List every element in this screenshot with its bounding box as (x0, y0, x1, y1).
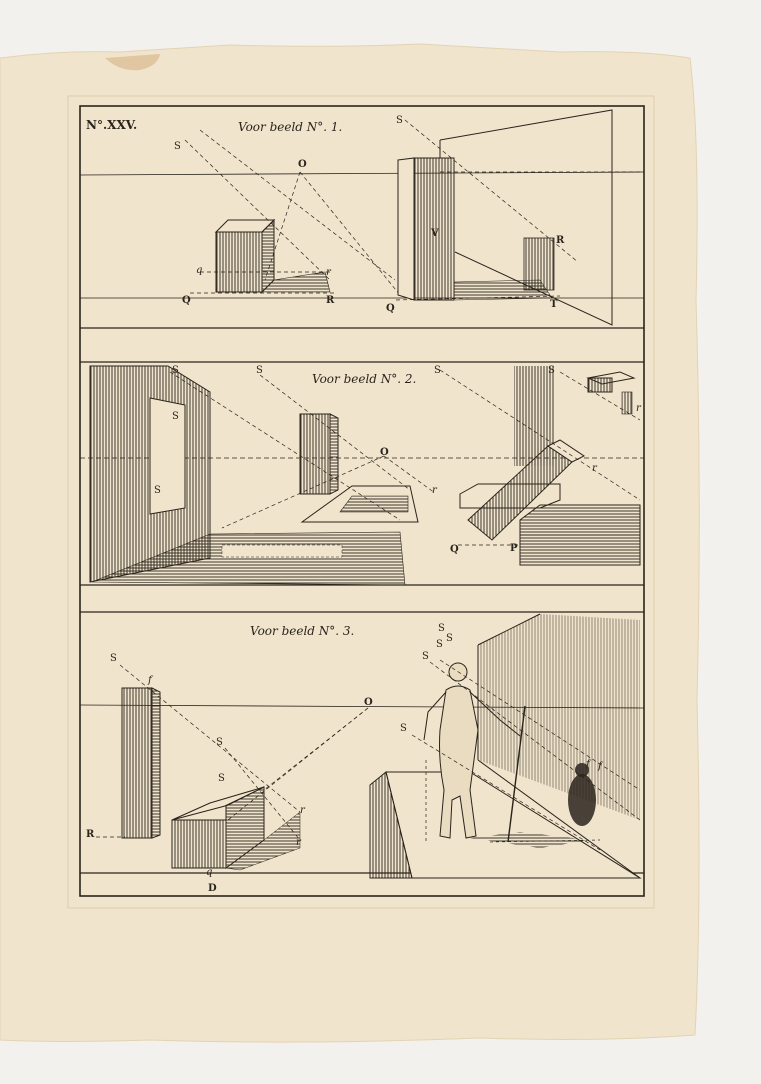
plate-border (79, 105, 645, 897)
panel-3-title: Voor beeld N°. 3. (250, 624, 355, 638)
panel-1-label: r (326, 267, 331, 278)
panel-1-title: Voor beeld N°. 1. (238, 120, 343, 134)
panel-2-title: Voor beeld N°. 2. (312, 372, 417, 386)
panel-1-label: V (431, 228, 439, 239)
panel-2-label: S (172, 365, 179, 376)
panel-1-label: R (556, 235, 565, 246)
panel-2-label: r (432, 485, 437, 496)
panel-3-label: r (296, 837, 301, 848)
panel-2-label: O (380, 447, 389, 458)
panel-1-label: R (326, 295, 335, 306)
panel-1-label: Q (182, 295, 191, 306)
panel-3-label: S (400, 723, 407, 734)
panel-3-label: r (300, 805, 305, 816)
panel-3-label: S (422, 651, 429, 662)
panel-2-label: S (548, 365, 555, 376)
panel-1-label: O (298, 159, 307, 170)
panel-1-label: S (396, 115, 403, 126)
panel-3-label: S (446, 633, 453, 644)
panel-3-label: S (110, 653, 117, 664)
panel-3-label: S (216, 737, 223, 748)
panel-1-label: T (550, 299, 558, 310)
panel-3-label: q (206, 867, 213, 878)
plate-number: N°.XXV. (86, 118, 138, 132)
panel-3-label: f (586, 759, 590, 770)
panel-2-label: S (154, 485, 161, 496)
panel-3-label: S (438, 623, 445, 634)
panel-2-label: S (172, 411, 179, 422)
panel-3-label: f (598, 761, 602, 772)
panel-3-label: S (218, 773, 225, 784)
panel-2-label: Q (450, 544, 459, 555)
panel-3-label: S (436, 639, 443, 650)
panel-1-label: q (196, 265, 203, 276)
panel-1-label: Q (386, 303, 395, 314)
panel-3-label: O (364, 697, 373, 708)
panel-2-label: r (636, 403, 641, 414)
panel-1-label: S (174, 141, 181, 152)
panel-2-label: S (256, 365, 263, 376)
panel-3-label: D (208, 883, 217, 894)
panel-2-label: S (434, 365, 441, 376)
panel-2-label: P (510, 543, 518, 554)
panel-3-label: f (148, 675, 152, 686)
panel-3-label: R (86, 829, 95, 840)
panel-2-label: r (592, 463, 597, 474)
foxing-stain (105, 54, 160, 71)
